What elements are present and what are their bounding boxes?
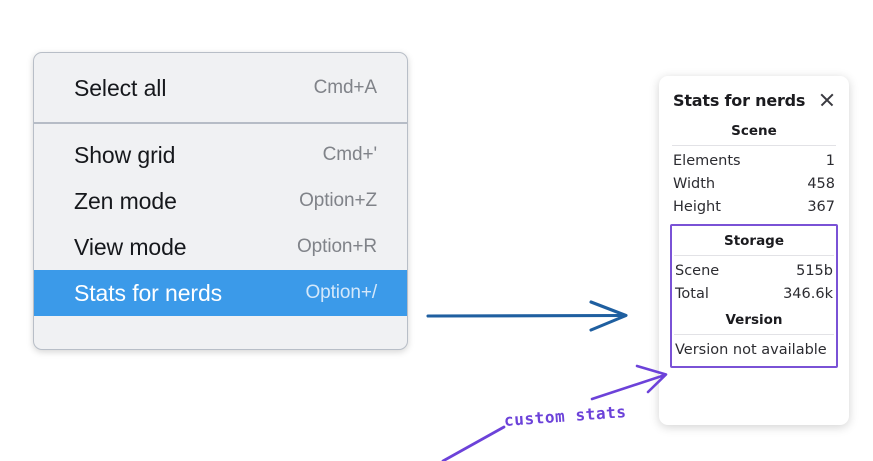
section-rule <box>674 255 834 256</box>
menu-item-shortcut: Cmd+' <box>322 144 377 165</box>
custom-stats-annotation-label: custom stats <box>503 402 628 430</box>
stats-row-width: Width 458 <box>670 172 838 195</box>
menu-item-stats-for-nerds[interactable]: Stats for nerds Option+/ <box>34 270 407 316</box>
stats-row-value: 515b <box>796 262 833 279</box>
stats-panel-title: Stats for nerds <box>673 90 806 110</box>
stats-panel-header: Stats for nerds <box>670 88 838 112</box>
stats-row-height: Height 367 <box>670 195 838 218</box>
menu-item-show-grid[interactable]: Show grid Cmd+' <box>34 132 407 178</box>
blue-arrow-icon <box>426 300 628 332</box>
stats-row-value: 1 <box>825 152 835 169</box>
section-title-scene: Scene <box>731 123 777 139</box>
menu-item-label: Zen mode <box>74 187 177 214</box>
version-value: Version not available <box>675 342 827 358</box>
stats-section-scene: Scene Elements 1 Width 458 Height 367 <box>670 112 838 218</box>
stats-section-storage: Storage Scene 515b Total 346.6k <box>672 226 836 305</box>
menu-item-label: View mode <box>74 233 187 260</box>
context-menu-group-1: Select all Cmd+A <box>34 53 407 122</box>
section-title-version: Version <box>725 312 783 328</box>
menu-item-zen-mode[interactable]: Zen mode Option+Z <box>34 178 407 224</box>
stats-section-version: Version Version not available <box>672 305 836 362</box>
close-icon[interactable] <box>818 91 836 109</box>
section-title-storage: Storage <box>723 233 785 249</box>
purple-underline-stroke-icon <box>441 425 506 461</box>
menu-item-shortcut: Option+/ <box>305 282 377 303</box>
menu-item-shortcut: Cmd+A <box>313 77 377 98</box>
menu-item-view-mode[interactable]: View mode Option+R <box>34 224 407 270</box>
context-menu-group-2: Show grid Cmd+' Zen mode Option+Z View m… <box>34 124 407 324</box>
stats-row-value: 367 <box>807 198 835 215</box>
stats-row-label: Height <box>673 198 721 215</box>
stats-row-value: 346.6k <box>783 285 833 302</box>
stats-row-label: Scene <box>675 262 720 279</box>
stats-row-storage-scene: Scene 515b <box>672 259 836 282</box>
menu-item-select-all[interactable]: Select all Cmd+A <box>34 65 407 111</box>
stats-for-nerds-panel[interactable]: Stats for nerds Scene Elements 1 Width 4… <box>659 76 849 425</box>
custom-stats-highlight-box: Storage Scene 515b Total 346.6k Version … <box>670 224 838 368</box>
menu-item-label: Show grid <box>74 141 176 168</box>
menu-item-shortcut: Option+R <box>297 236 377 257</box>
stats-row-label: Elements <box>673 152 741 169</box>
stats-row-value: 458 <box>807 175 835 192</box>
stats-row-storage-total: Total 346.6k <box>672 282 836 305</box>
menu-item-shortcut: Option+Z <box>299 190 377 211</box>
stats-row-label: Total <box>675 285 709 302</box>
context-menu[interactable]: Select all Cmd+A Show grid Cmd+' Zen mod… <box>33 52 408 350</box>
stats-row-label: Width <box>673 175 716 192</box>
menu-divider <box>34 122 407 124</box>
purple-arrow-upper-icon <box>590 364 668 401</box>
menu-item-label: Select all <box>74 74 167 101</box>
stats-row-elements: Elements 1 <box>670 149 838 172</box>
section-rule <box>674 334 834 335</box>
section-rule <box>672 145 836 146</box>
menu-item-label: Stats for nerds <box>74 279 223 306</box>
